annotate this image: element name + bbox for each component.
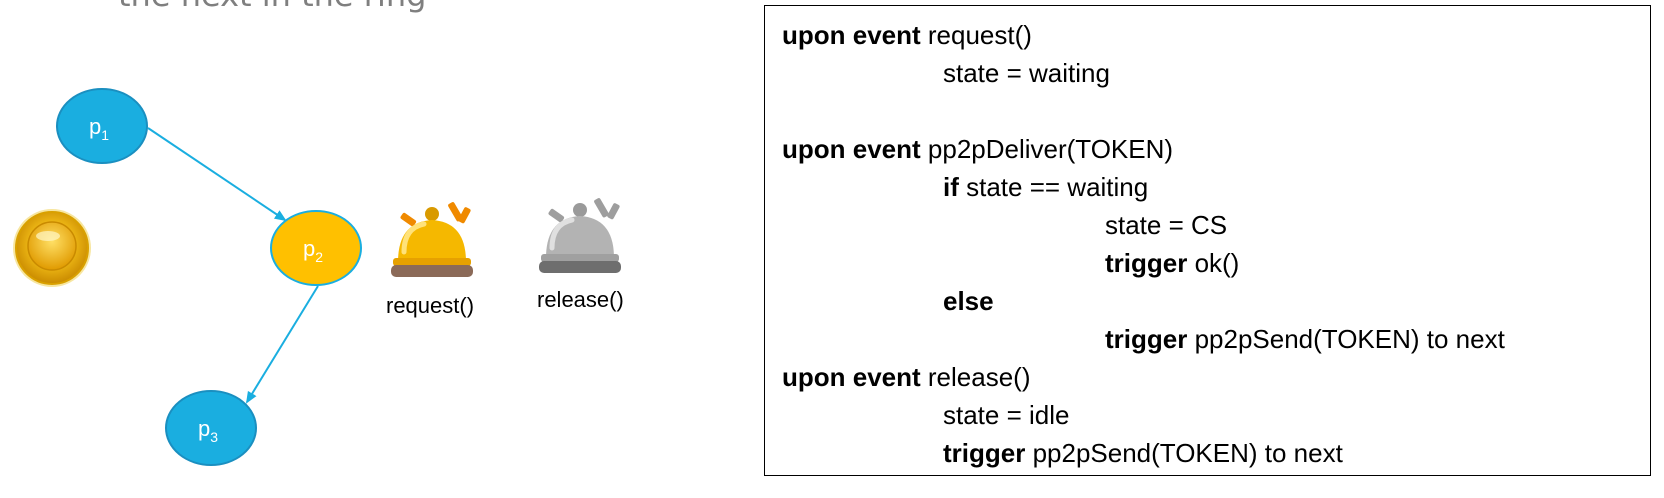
node-subscript: 2: [315, 249, 323, 265]
request-bell-label: request(): [386, 293, 474, 318]
slide-heading-fragment: the next in the ring: [118, 0, 426, 15]
code-line: trigger ok(): [1105, 248, 1240, 278]
code-line: state = waiting: [943, 58, 1110, 88]
svg-text:p3: p3: [198, 416, 218, 445]
code-line: state = idle: [943, 400, 1070, 430]
code-line: state = CS: [1105, 210, 1228, 240]
process-node-p3: p3: [165, 390, 257, 466]
pseudocode-box: upon event request() state = waiting upo…: [764, 5, 1651, 476]
code-line: if state == waiting: [943, 172, 1149, 202]
code-line: upon event pp2pDeliver(TOKEN): [782, 134, 1174, 164]
node-letter: p: [89, 114, 101, 139]
release-bell-label: release(): [537, 287, 624, 312]
release-bell-icon: [539, 198, 621, 273]
code-line: trigger pp2pSend(TOKEN) to next: [943, 438, 1343, 468]
request-bell-icon: [391, 202, 473, 277]
gold-token-coin-icon: [13, 209, 91, 287]
edge-p2-p3: [245, 285, 319, 404]
code-line: upon event release(): [782, 362, 1031, 392]
code-line: upon event request(): [782, 20, 1032, 50]
process-node-p1: p1: [56, 88, 148, 164]
node-letter: p: [198, 416, 210, 441]
node-subscript: 3: [210, 429, 218, 445]
svg-text:p2: p2: [303, 236, 323, 265]
edge-p1-p2: [147, 127, 287, 222]
process-node-p2: p2: [270, 210, 362, 286]
svg-text:p1: p1: [89, 114, 109, 143]
node-subscript: 1: [101, 127, 109, 143]
node-letter: p: [303, 236, 315, 261]
code-line: trigger pp2pSend(TOKEN) to next: [1105, 324, 1505, 354]
token-ring-diagram: p1 p2 p3 request(): [13, 88, 624, 466]
code-line: else: [943, 286, 994, 316]
